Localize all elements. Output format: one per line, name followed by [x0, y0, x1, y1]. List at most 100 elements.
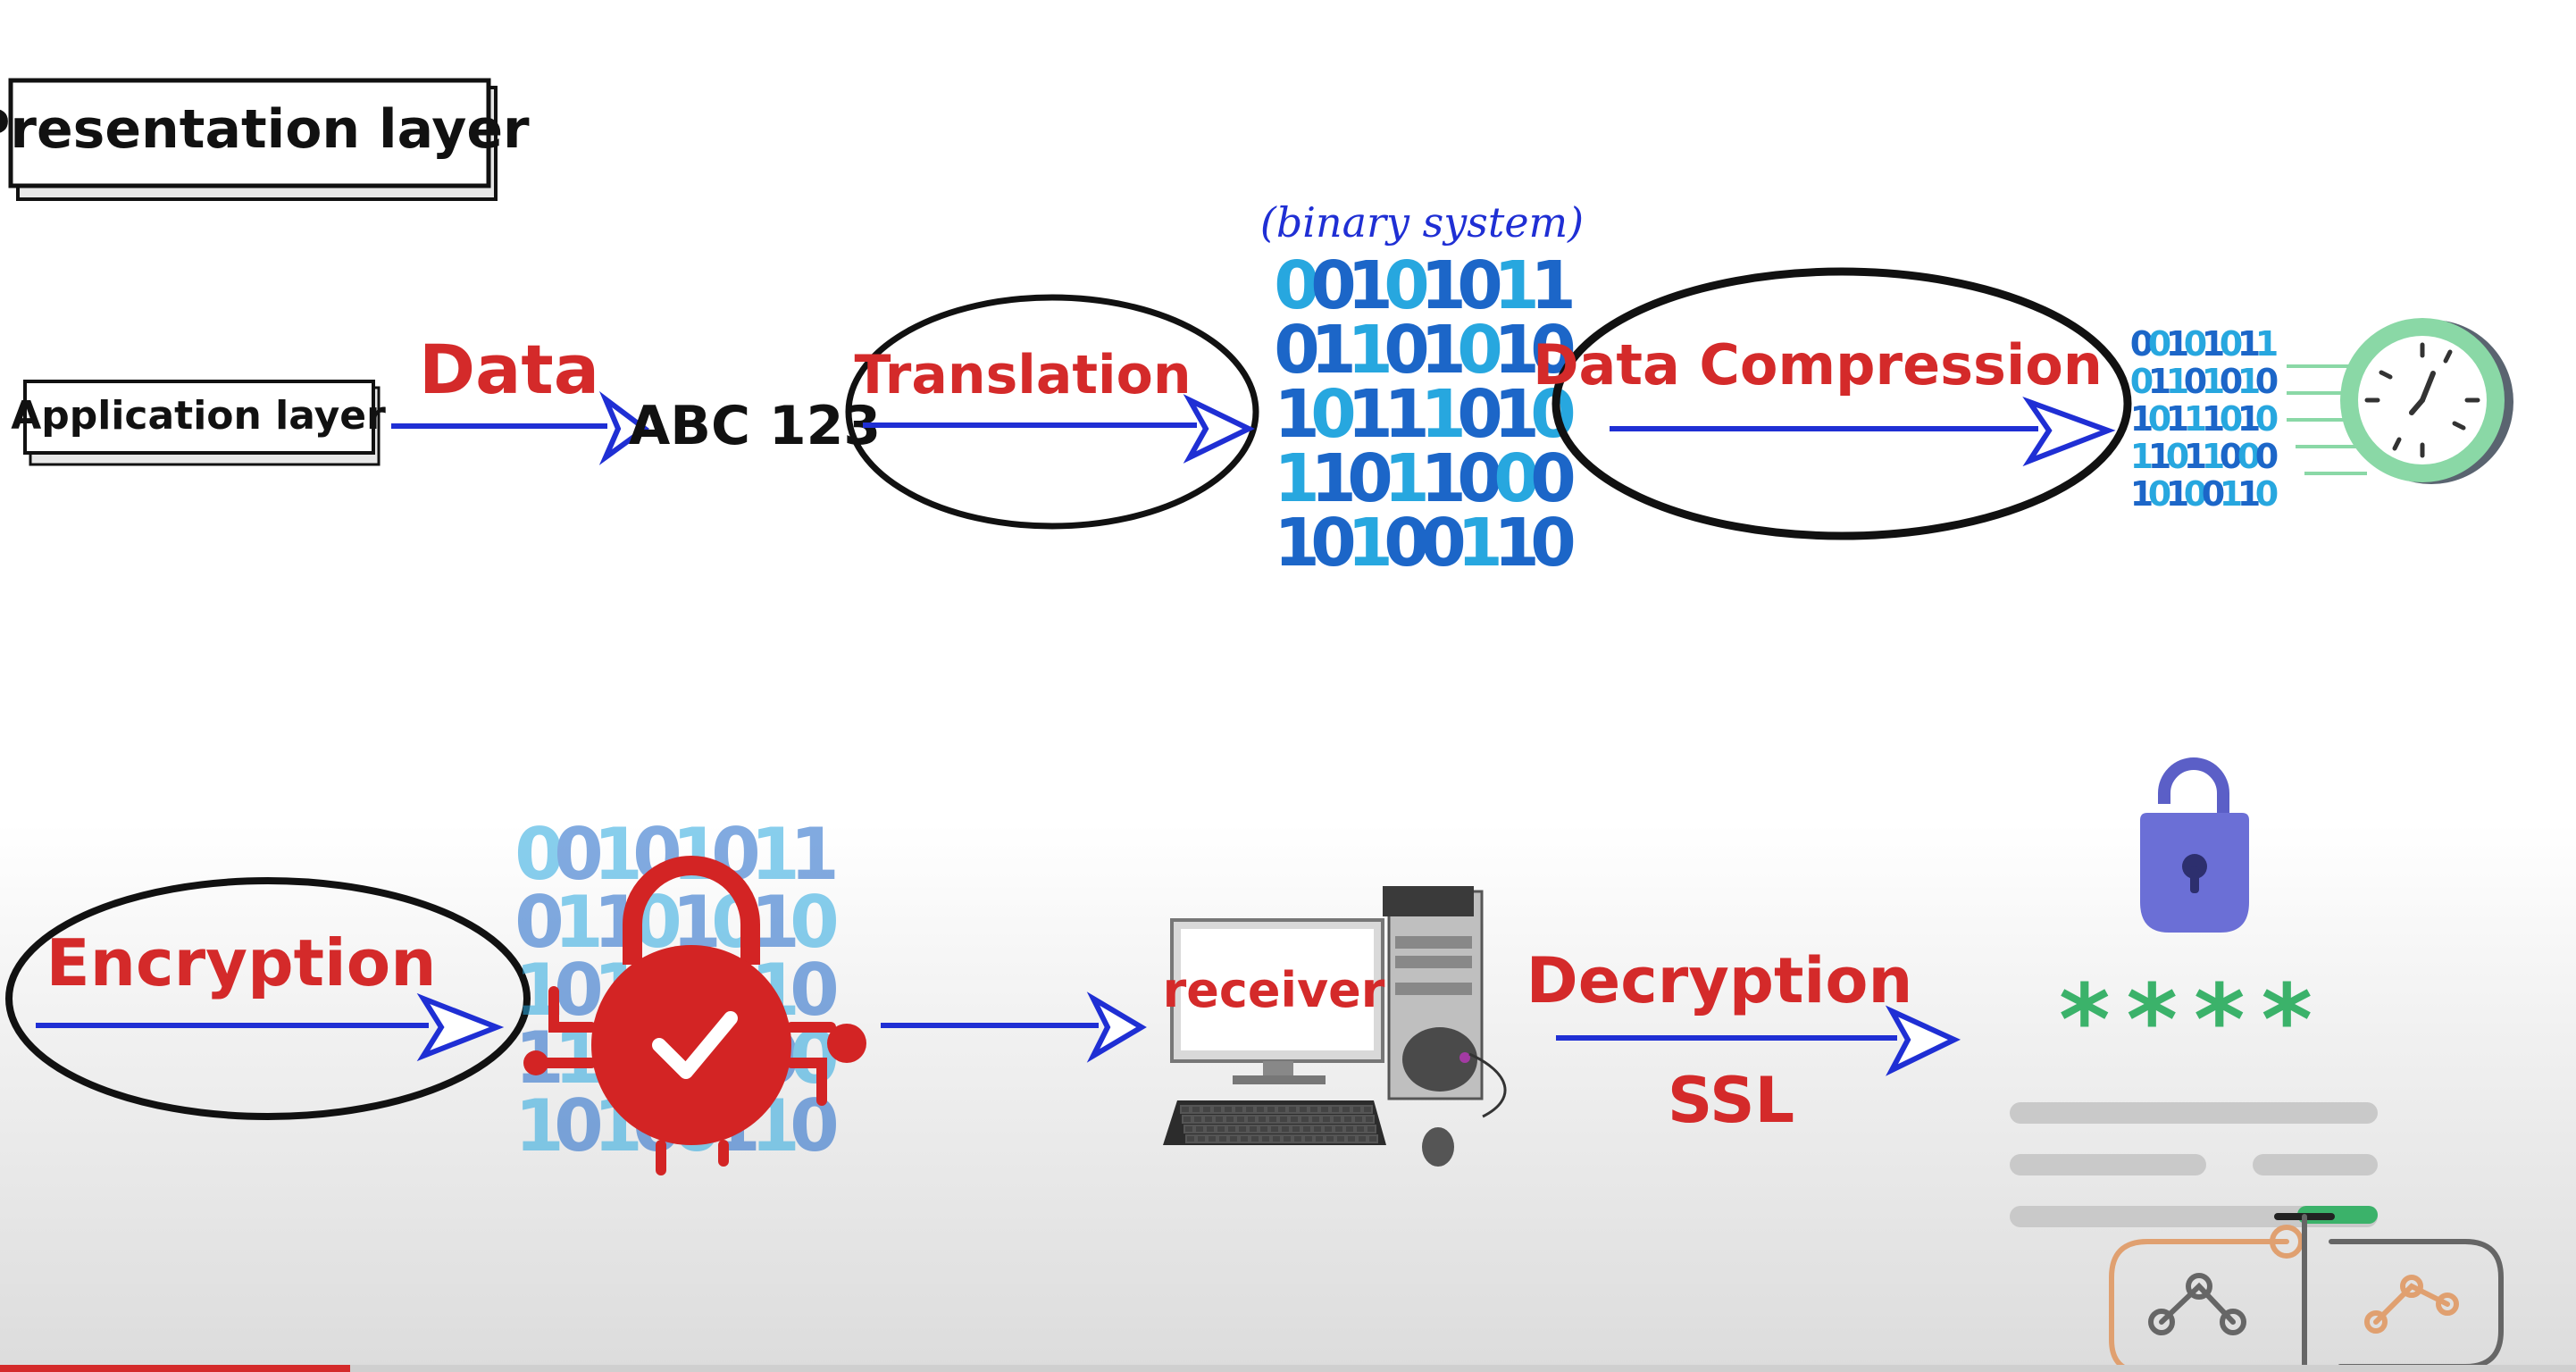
binary-digit: 1: [1310, 440, 1357, 517]
keyboard-key: [1335, 1134, 1346, 1143]
keyboard-key: [1191, 1105, 1201, 1114]
binary-digit: 0: [2166, 437, 2189, 476]
keyboard-key: [1192, 1115, 1203, 1124]
presentation-layer-title: Presentation layer: [0, 98, 530, 161]
keyboard-key: [1205, 1125, 1216, 1134]
binary-digit: 1: [2202, 324, 2225, 364]
ssl-label: SSL: [1668, 1064, 1794, 1137]
binary-digit: 1: [1420, 376, 1467, 453]
keyboard-key: [1237, 1125, 1248, 1134]
binary-digit: 1: [2255, 324, 2279, 364]
keyboard-key: [1310, 1115, 1321, 1124]
binary-digit: 0: [2220, 399, 2243, 439]
application-layer-box: Application layer: [11, 380, 386, 466]
binary-digit: 0: [2220, 324, 2243, 364]
binary-digit: 0: [790, 949, 840, 1032]
keyboard-key: [1300, 1115, 1310, 1124]
binary-digit: 1: [2130, 474, 2154, 514]
keyboard-key: [1260, 1134, 1271, 1143]
binary-digit: 0: [1310, 505, 1357, 581]
keyboard-key: [1182, 1115, 1192, 1124]
keyboard-key: [1244, 1105, 1255, 1114]
binary-digit: 0: [1457, 440, 1503, 517]
keyboard-key: [1226, 1125, 1237, 1134]
binary-digit: 1: [2237, 399, 2261, 439]
keyboard-key: [1342, 1115, 1353, 1124]
binary-digit: 1: [2220, 474, 2243, 514]
keyboard-key: [1330, 1105, 1341, 1114]
binary-digit: 0: [2148, 324, 2171, 364]
binary-digit: 1: [2237, 324, 2261, 364]
keyboard-key: [1257, 1115, 1267, 1124]
binary-digit: 1: [1384, 376, 1430, 453]
keyboard-key: [1298, 1105, 1309, 1114]
keyboard-key: [1282, 1134, 1292, 1143]
binary-digit: 1: [2166, 362, 2189, 401]
binary-digit: 0: [1457, 247, 1503, 324]
circuit-logo-icon: [2109, 1213, 2504, 1372]
binary-digit: 0: [1274, 247, 1320, 324]
binary-digit: 0: [2130, 324, 2154, 364]
encryption-step: Encryption: [5, 877, 531, 1120]
keyboard-key: [1203, 1115, 1214, 1124]
binary-digit: 1: [2202, 399, 2225, 439]
keyboard-key: [1321, 1115, 1332, 1124]
binary-digit: 0: [2255, 437, 2279, 476]
keyboard-key: [1246, 1115, 1257, 1124]
keyboard-key: [1362, 1105, 1373, 1114]
keyboard-key: [1366, 1125, 1376, 1134]
encryption-lock-icon: [523, 856, 866, 1175]
binary-digit: 1: [2184, 399, 2207, 439]
binary-digit: 1: [2166, 324, 2189, 364]
binary-digit: 0: [514, 881, 565, 964]
binary-digit: 0: [2148, 399, 2171, 439]
application-layer-label: Application layer: [11, 393, 386, 439]
sample-text: ABC 123: [629, 395, 881, 457]
keyboard-key: [1314, 1134, 1325, 1143]
keyboard-key: [1234, 1105, 1244, 1114]
binary-digit: 0: [1347, 440, 1393, 517]
binary-digit: 1: [554, 881, 604, 964]
keyboard-key: [1323, 1125, 1334, 1134]
keyboard-key: [1217, 1134, 1228, 1143]
binary-digit: 1: [672, 813, 722, 896]
keyboard-key: [1239, 1134, 1250, 1143]
keyboard-key: [1235, 1115, 1246, 1124]
binary-digit: 1: [750, 813, 800, 896]
binary-digit: 1: [1310, 312, 1357, 389]
binary-digit: 1: [593, 813, 643, 896]
binary-digit: 1: [1274, 440, 1320, 517]
binary-digit: 0: [790, 881, 840, 964]
keyboard-key: [1289, 1115, 1300, 1124]
binary-digit: 0: [2148, 474, 2171, 514]
keyboard-key: [1291, 1125, 1301, 1134]
binary-digit: 1: [1384, 440, 1430, 517]
binary-digit: 0: [514, 813, 565, 896]
keyboard-key: [1325, 1134, 1335, 1143]
binary-digit: 0: [2220, 437, 2243, 476]
keyboard-key: [1341, 1105, 1351, 1114]
binary-digit: 0: [1530, 312, 1577, 389]
keyboard-key: [1351, 1105, 1362, 1114]
binary-digit: 0: [1457, 312, 1503, 389]
keyboard-key: [1319, 1105, 1330, 1114]
binary-digit: 0: [1420, 505, 1467, 581]
binary-digit: 0: [2255, 362, 2279, 401]
binary-digit: 0: [2255, 399, 2279, 439]
binary-digit: 1: [2237, 474, 2261, 514]
binary-digit: 0: [1530, 440, 1577, 517]
keyboard-key: [1207, 1134, 1217, 1143]
binary-digit: 0: [1310, 247, 1357, 324]
binary-digit: 0: [2130, 362, 2154, 401]
presentation-layer-box: Presentation layer: [0, 78, 530, 201]
translation-step: Translation: [845, 294, 1259, 530]
keyboard-key: [1271, 1134, 1282, 1143]
data-label: Data: [419, 330, 599, 409]
binary-digit: 1: [2130, 437, 2154, 476]
binary-digit: 1: [1493, 505, 1540, 581]
keyboard-key: [1312, 1125, 1323, 1134]
binary-digit: 1: [2166, 399, 2189, 439]
compression-step: Data Compression: [1533, 267, 2132, 540]
binary-digit: 1: [1530, 247, 1577, 324]
